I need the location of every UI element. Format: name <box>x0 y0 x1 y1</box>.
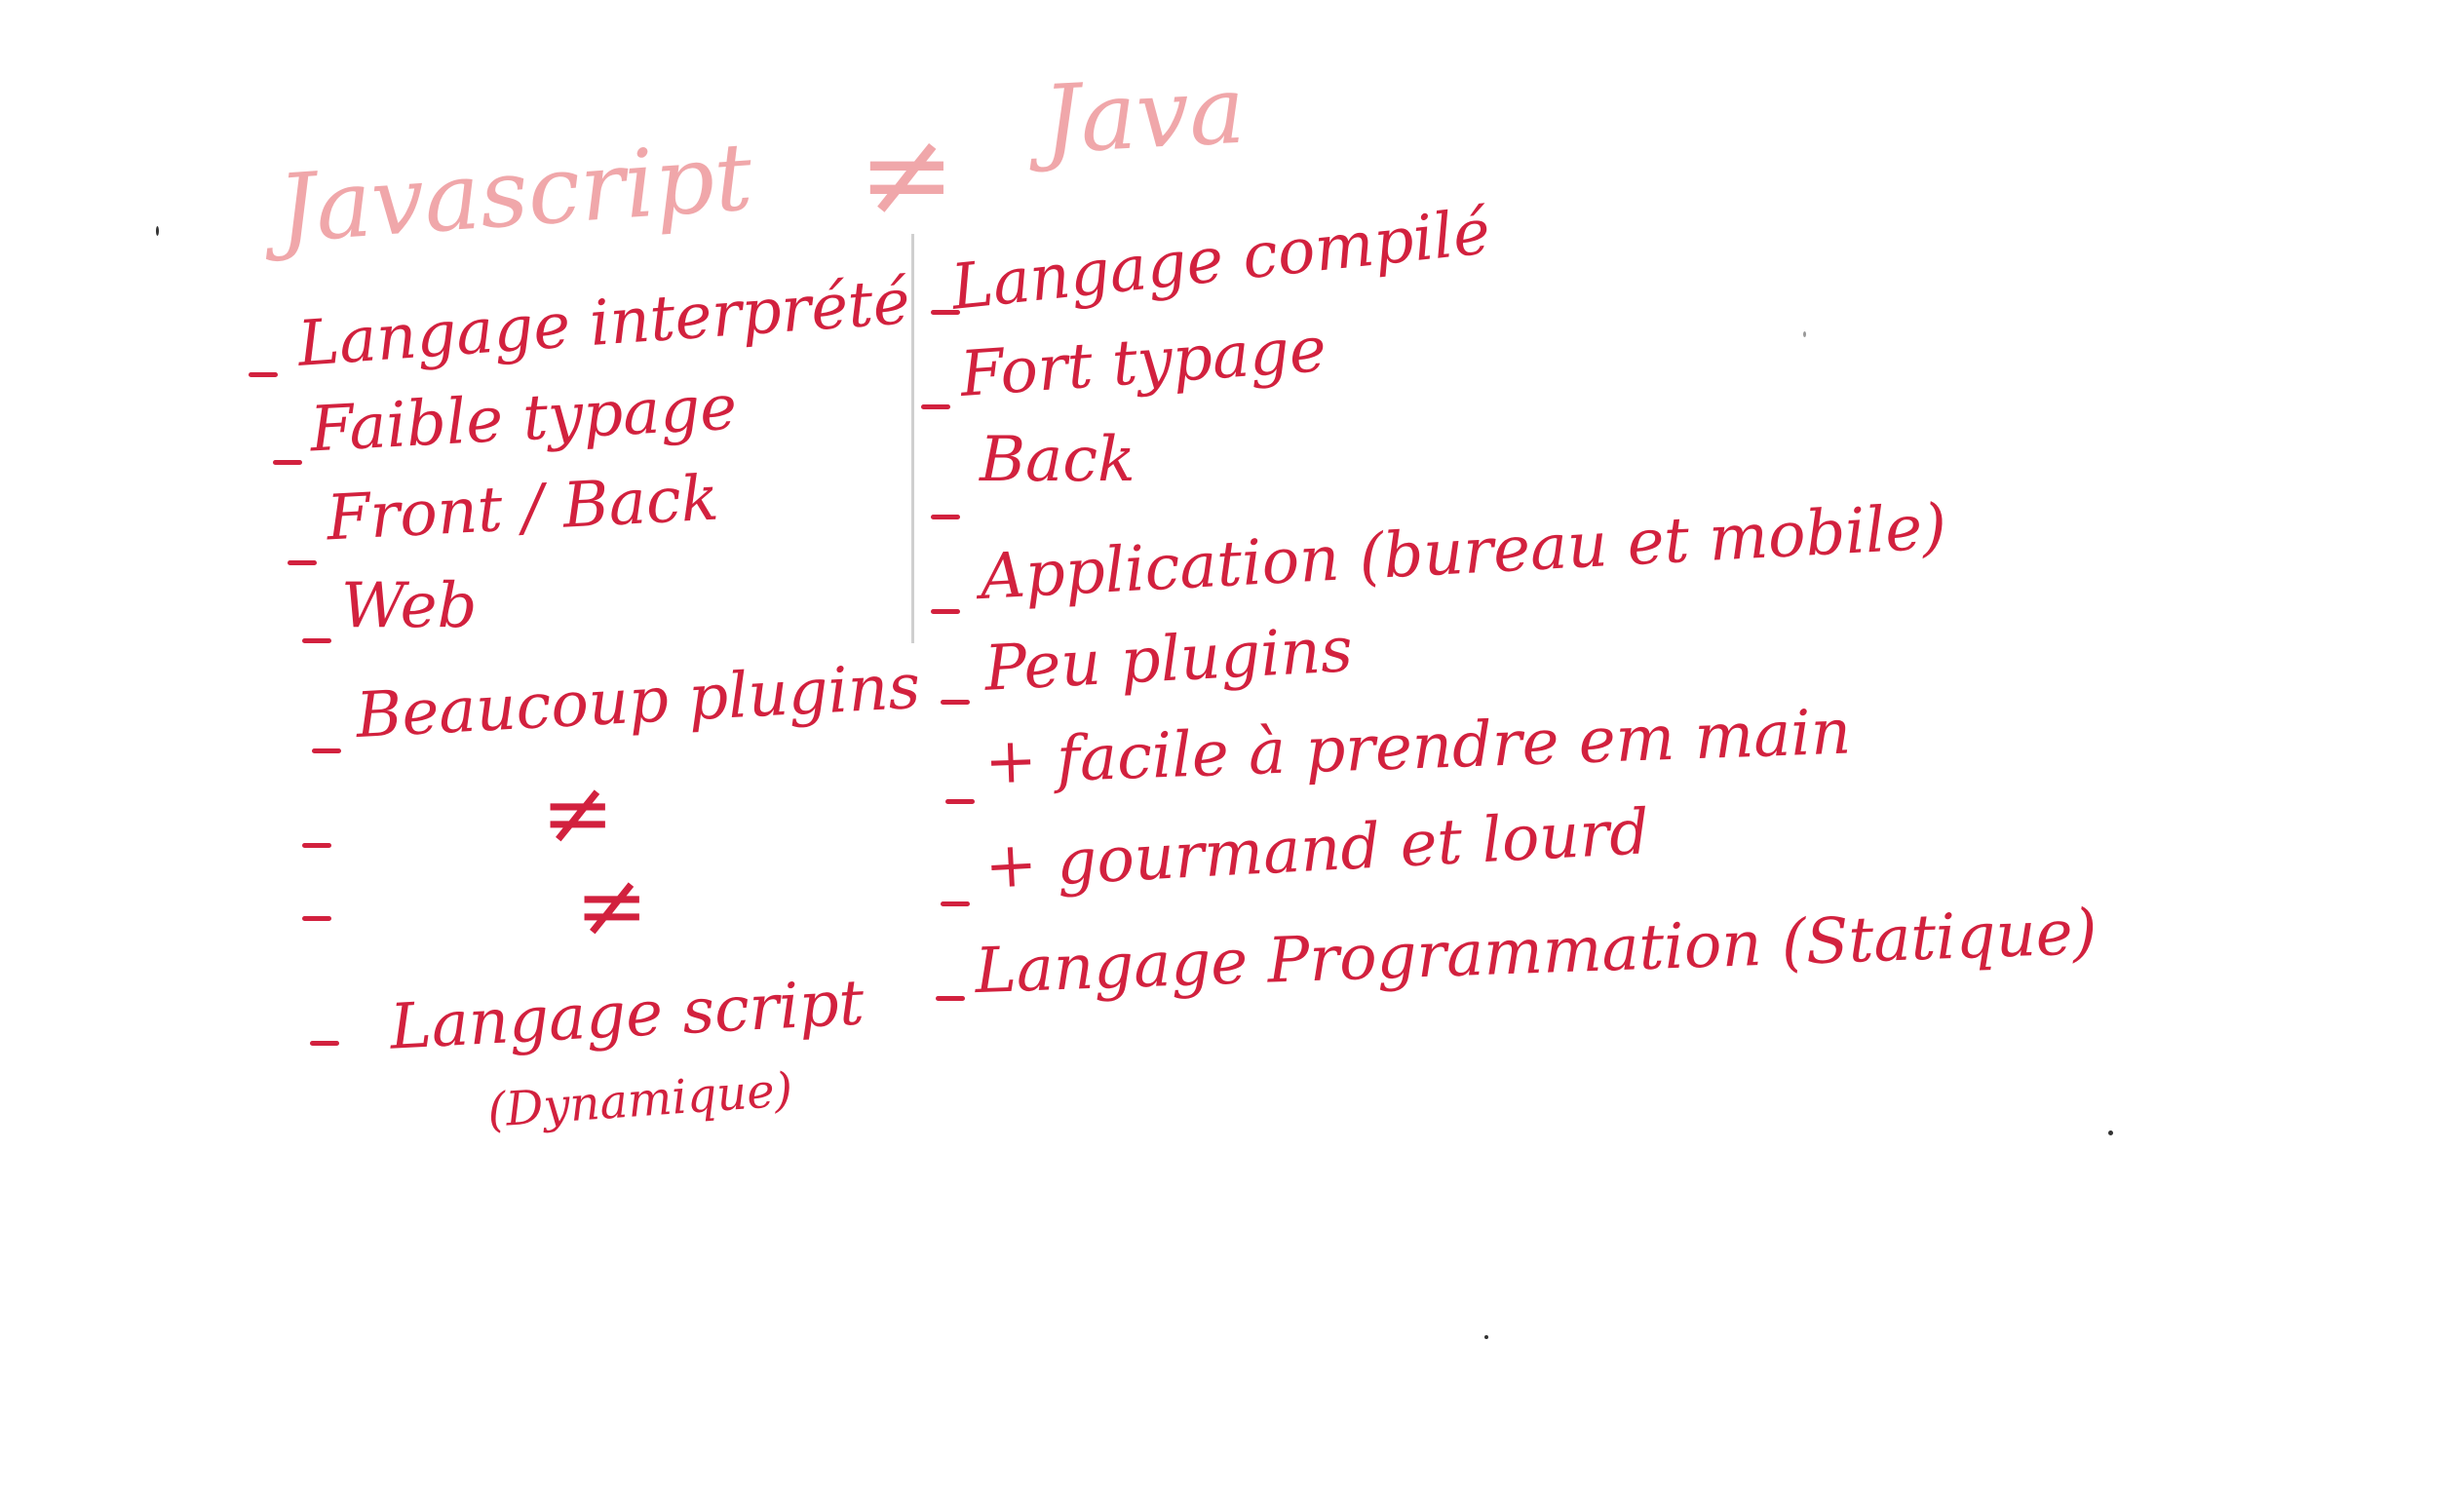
right-item-compiled: Langage compilé <box>947 196 1494 325</box>
right-item-programming-language: Langage Programmation (Statique) <box>974 896 2098 1009</box>
right-item-easier: + facile à prendre em main <box>982 696 1853 799</box>
not-equal-sign-empty-1: ≠ <box>541 762 615 864</box>
bullet-dash <box>312 748 341 753</box>
bullet-dash <box>249 372 278 377</box>
board-speck <box>2108 1131 2113 1135</box>
bullet-dash <box>941 700 970 705</box>
board-speck <box>1484 1335 1488 1339</box>
left-item-front-back: Front / Back <box>325 462 721 556</box>
right-item-application: Application (bureau et mobile) <box>978 491 1948 614</box>
bullet-dash <box>941 901 970 906</box>
not-equal-sign-empty-2: ≠ <box>575 855 649 957</box>
bullet-dash <box>945 799 975 804</box>
bullet-dash <box>302 843 331 848</box>
bullet-dash <box>931 310 960 315</box>
bullet-dash <box>931 515 960 519</box>
left-item-interpreted: Langage interprété <box>295 266 912 381</box>
bullet-dash <box>273 460 302 465</box>
right-item-few-plugins: Peu plugins <box>982 614 1355 706</box>
bullet-dash <box>288 560 317 565</box>
bullet-dash <box>921 404 950 409</box>
not-equal-sign-main: ≠ <box>858 107 956 243</box>
bullet-dash <box>302 916 331 921</box>
left-item-script-language: Langage script <box>388 967 866 1064</box>
right-item-back: Back <box>980 424 1136 496</box>
board-speck <box>156 226 159 236</box>
column-divider <box>911 234 914 643</box>
left-item-weak-typing: Faible typage <box>308 371 739 467</box>
javascript-title: Javascript <box>274 122 756 264</box>
board-speck <box>1803 331 1806 337</box>
right-item-heavier: + gourmand et lourd <box>982 796 1651 903</box>
bullet-dash <box>931 609 960 614</box>
bullet-dash <box>302 638 331 643</box>
bullet-dash <box>310 1041 339 1046</box>
left-item-many-plugins: Beaucoup plugins <box>354 650 922 753</box>
left-item-dynamic: (Dynamique) <box>485 1062 795 1138</box>
right-item-strong-typing: Fort typage <box>957 313 1329 412</box>
left-item-web: Web <box>341 570 478 642</box>
bullet-dash <box>936 996 965 1001</box>
java-title: Java <box>1040 55 1248 175</box>
